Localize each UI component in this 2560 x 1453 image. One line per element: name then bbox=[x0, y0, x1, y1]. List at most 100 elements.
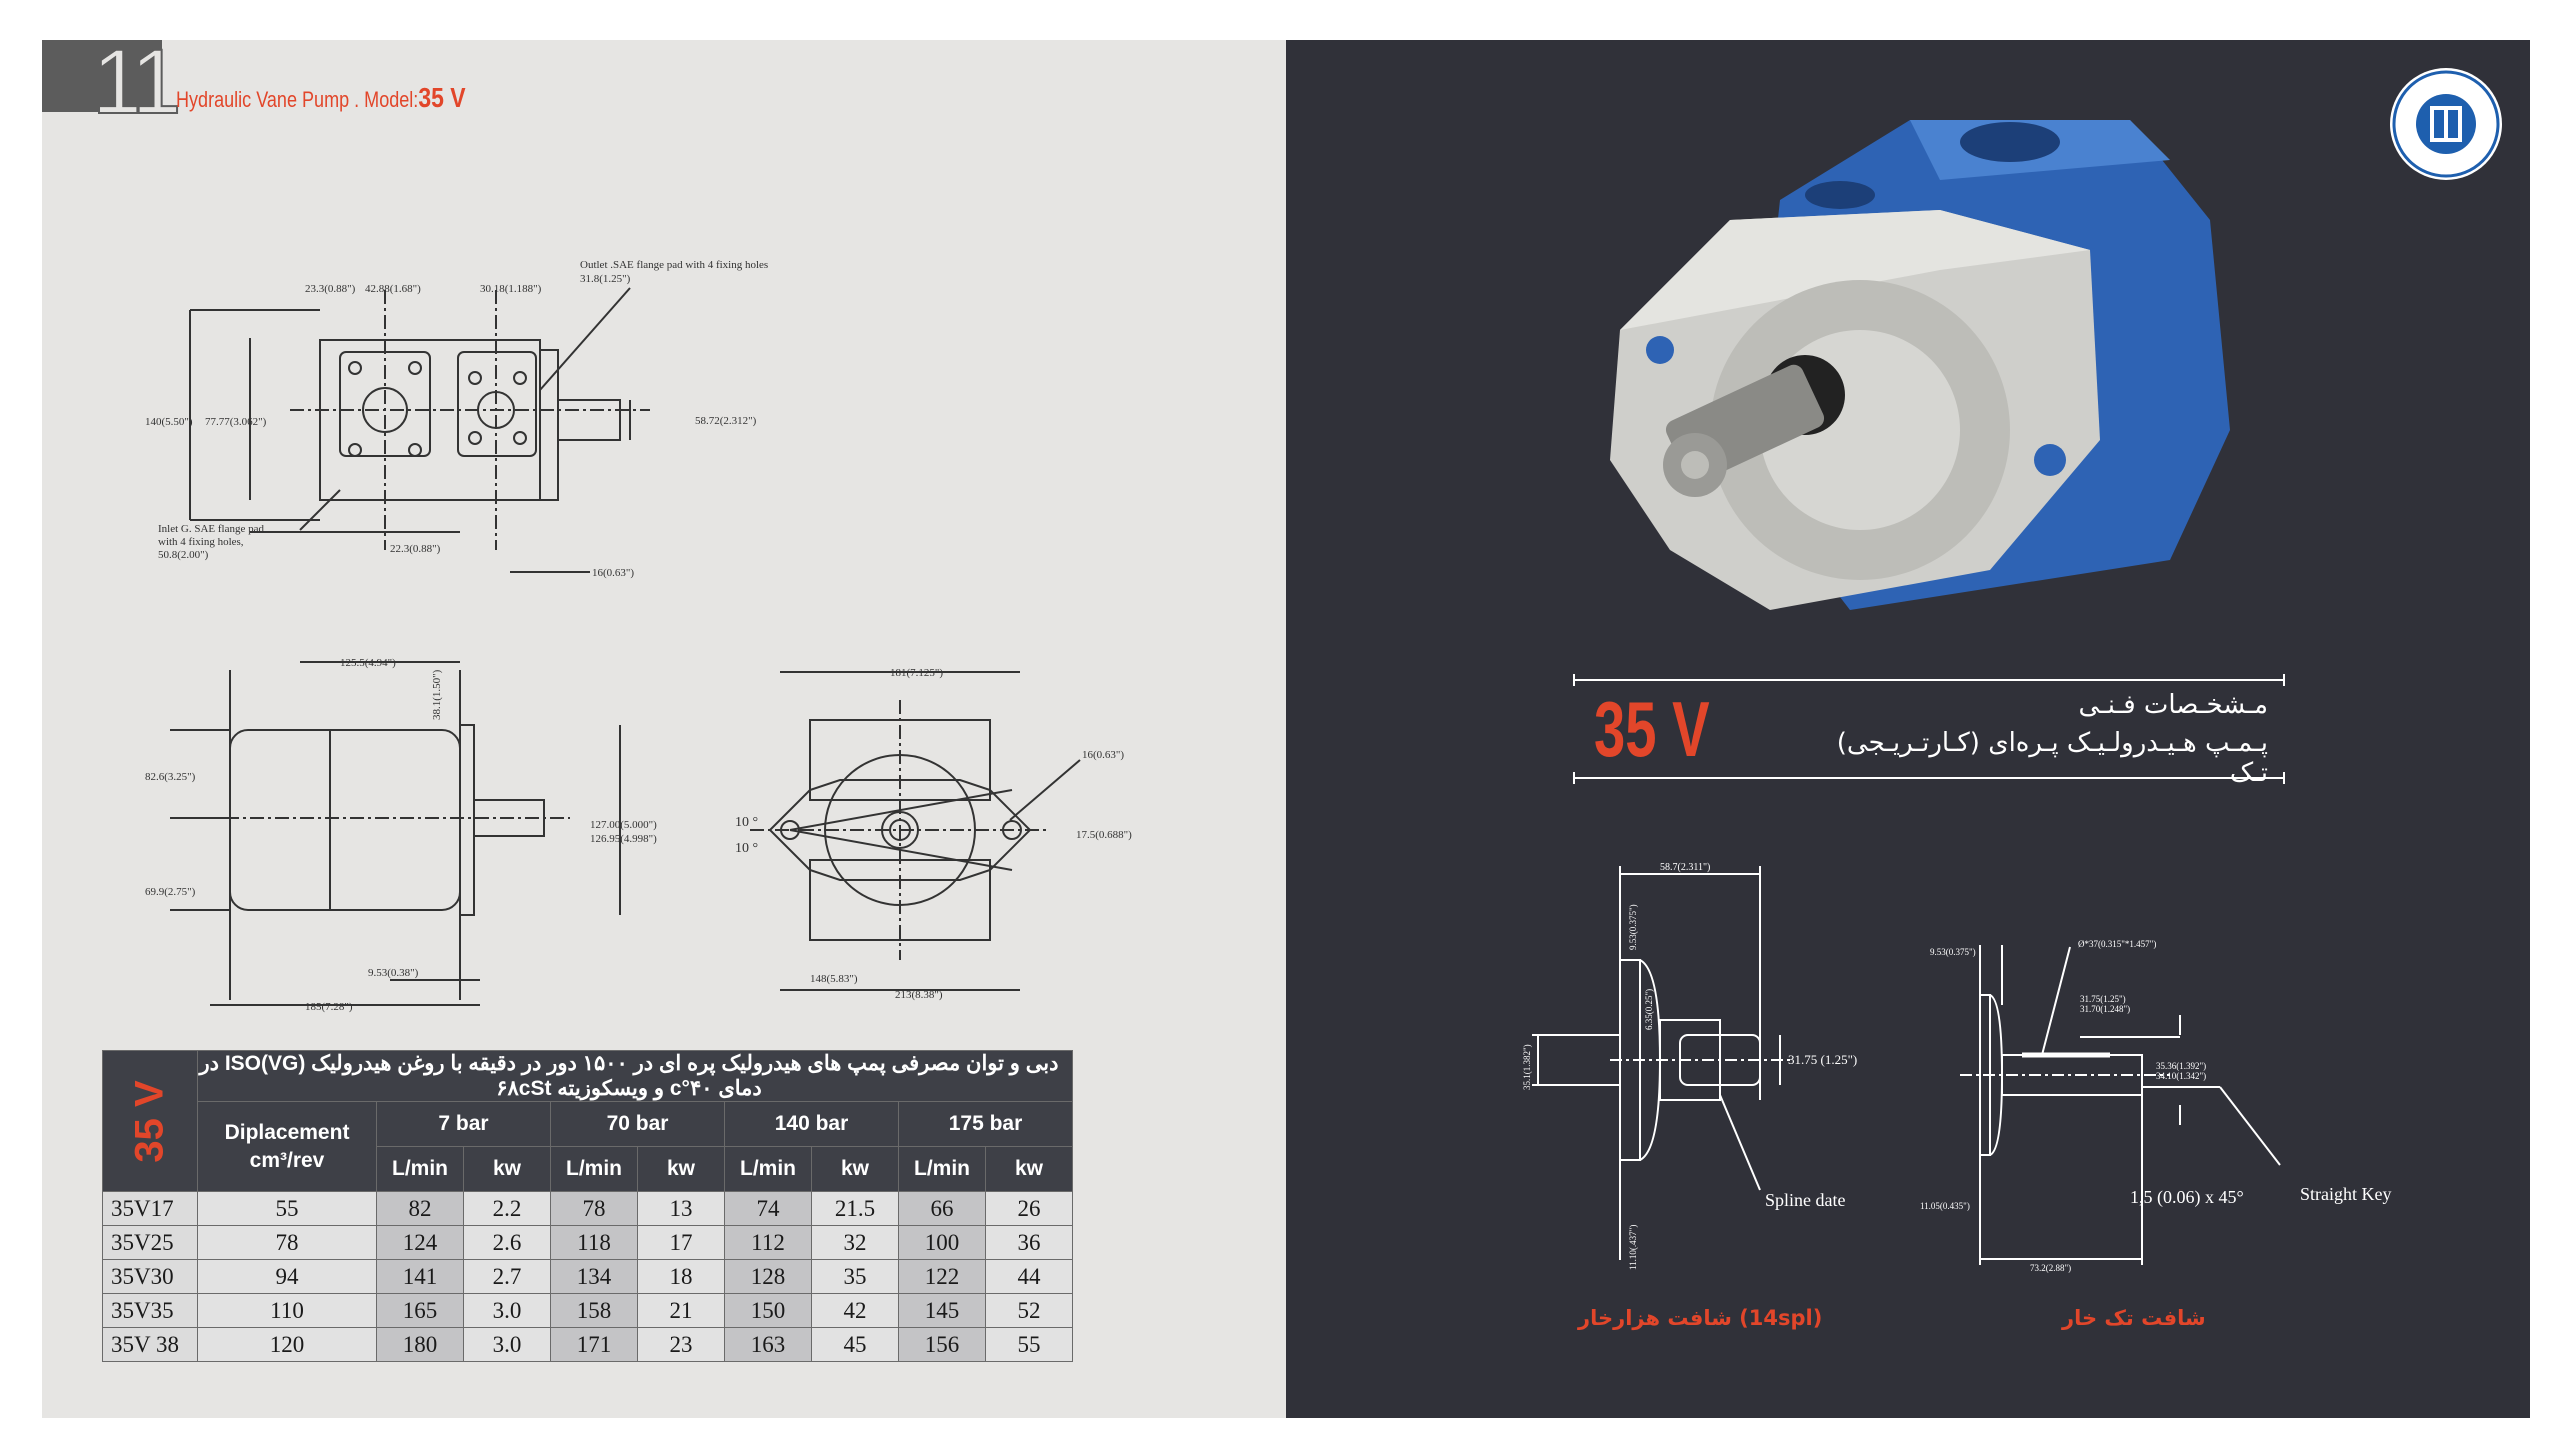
table-note: دبی و توان مصرفی پمپ های هیدرولیک پره ای… bbox=[197, 1050, 1073, 1102]
pressure-140: 140 bar bbox=[724, 1101, 899, 1147]
front-dim-width: 181(7.125") bbox=[890, 667, 943, 679]
page-title: Hydraulic Vane Pump . Model:35 V bbox=[176, 82, 466, 114]
row-displacement: 110 bbox=[197, 1293, 377, 1328]
row-flow: 134 bbox=[550, 1259, 638, 1294]
unit-power: kw bbox=[637, 1146, 725, 1192]
row-power: 3.0 bbox=[463, 1293, 551, 1328]
row-power: 21 bbox=[637, 1293, 725, 1328]
spline-dim-b: 6.35(0.25") bbox=[1644, 989, 1654, 1030]
row-flow: 78 bbox=[550, 1191, 638, 1226]
spline-dim-left: 35.1(1.382") bbox=[1522, 1044, 1532, 1090]
side-dim-lower: 69.9(2.75") bbox=[145, 886, 196, 898]
unit-flow: L/min bbox=[376, 1146, 464, 1192]
page-number: 11 bbox=[91, 30, 182, 134]
row-power: 55 bbox=[985, 1327, 1073, 1362]
row-power: 3.0 bbox=[463, 1327, 551, 1362]
row-flow: 122 bbox=[898, 1259, 986, 1294]
dim-shaft: 58.72(2.312") bbox=[695, 415, 757, 427]
row-model: 35V25 bbox=[102, 1225, 198, 1260]
fa-subtitle: پـمـپ هـیـدرولـیـک پـره‌ای (کـارتـریـجی)… bbox=[1836, 728, 2268, 788]
key-dim-key: Ø*37(0.315"*1.457") bbox=[2078, 939, 2156, 949]
side-dim-pilot2: 126.95(4.998") bbox=[590, 833, 657, 845]
row-power: 2.7 bbox=[463, 1259, 551, 1294]
unit-power: kw bbox=[985, 1146, 1073, 1192]
row-power: 44 bbox=[985, 1259, 1073, 1294]
row-displacement: 94 bbox=[197, 1259, 377, 1294]
pressure-70: 70 bar bbox=[550, 1101, 725, 1147]
row-flow: 82 bbox=[376, 1191, 464, 1226]
row-flow: 158 bbox=[550, 1293, 638, 1328]
inlet-note-3: 50.8(2.00") bbox=[158, 549, 209, 561]
row-flow: 171 bbox=[550, 1327, 638, 1362]
row-flow: 141 bbox=[376, 1259, 464, 1294]
key-dim-c2: 34.10(1.342") bbox=[2156, 1071, 2206, 1081]
spline-shaft-drawing: 58.7(2.311") 9.53(0.375") 6.35(0.25") 35… bbox=[1522, 862, 1857, 1270]
row-power: 17 bbox=[637, 1225, 725, 1260]
row-displacement: 120 bbox=[197, 1327, 377, 1362]
key-shaft-label: شافت تک خار bbox=[2062, 1306, 2206, 1330]
unit-flow: L/min bbox=[550, 1146, 638, 1192]
key-note: Straight Key bbox=[2300, 1184, 2392, 1204]
spline-dim-right: 31.75 (1.25") bbox=[1788, 1052, 1857, 1067]
dim-c: 30.18(1.188") bbox=[480, 283, 542, 295]
row-flow: 145 bbox=[898, 1293, 986, 1328]
row-flow: 118 bbox=[550, 1225, 638, 1260]
row-power: 42 bbox=[811, 1293, 899, 1328]
side-dim-length: 185(7.28") bbox=[305, 1001, 353, 1013]
front-dim-bolt: 148(5.83") bbox=[810, 973, 858, 985]
row-flow: 128 bbox=[724, 1259, 812, 1294]
key-dim-len: 73.2(2.88") bbox=[2030, 1263, 2071, 1273]
row-model: 35V17 bbox=[102, 1191, 198, 1226]
inlet-note-2: with 4 fixing holes, bbox=[158, 536, 244, 548]
key-dim-b2: 31.70(1.248") bbox=[2080, 1004, 2130, 1014]
dim-a: 23.3(0.88") bbox=[305, 283, 356, 295]
dim-b: 42.88(1.68") bbox=[365, 283, 421, 295]
top-view-drawing: 23.3(0.88") 42.88(1.68") 30.18(1.188") O… bbox=[145, 259, 768, 579]
side-dim-upper: 82.6(3.25") bbox=[145, 771, 196, 783]
key-dim-b1: 31.75(1.25") bbox=[2080, 994, 2126, 1004]
row-model: 35V30 bbox=[102, 1259, 198, 1294]
row-power: 18 bbox=[637, 1259, 725, 1294]
model-title: 35 V bbox=[1594, 685, 1710, 773]
row-model: 35V 38 bbox=[102, 1327, 198, 1362]
key-chamfer: 1,5 (0.06) x 45° bbox=[2130, 1187, 2244, 1208]
title-rule bbox=[1573, 674, 2285, 784]
row-power: 35 bbox=[811, 1259, 899, 1294]
pressure-175: 175 bar bbox=[898, 1101, 1073, 1147]
row-flow: 156 bbox=[898, 1327, 986, 1362]
spline-dim-a: 9.53(0.375") bbox=[1628, 904, 1638, 950]
side-dim-pilot1: 127.00(5.000") bbox=[590, 819, 657, 831]
unit-power: kw bbox=[463, 1146, 551, 1192]
spline-shaft-label: شافت هزارخار (14spl) bbox=[1578, 1306, 1823, 1330]
page-number-block: 11 bbox=[42, 30, 182, 134]
side-dim-key: 9.53(0.38") bbox=[368, 967, 419, 979]
spline-dim-bottom: 11.10(.437") bbox=[1628, 1225, 1638, 1270]
key-dim-d: 11.05(0.435") bbox=[1920, 1201, 1970, 1211]
row-displacement: 78 bbox=[197, 1225, 377, 1260]
row-flow: 100 bbox=[898, 1225, 986, 1260]
outlet-size: 31.8(1.25") bbox=[580, 273, 631, 285]
spec-table: 35 V دبی و توان مصرفی پمپ های هیدرولیک پ… bbox=[102, 1050, 1073, 1362]
row-flow: 74 bbox=[724, 1191, 812, 1226]
unit-flow: L/min bbox=[898, 1146, 986, 1192]
side-view-drawing: 125.5(4.94") 38.1(1.50") 82.6(3.25") 69.… bbox=[145, 657, 657, 1013]
side-dim-vert: 38.1(1.50") bbox=[431, 669, 443, 720]
row-flow: 112 bbox=[724, 1225, 812, 1260]
row-power: 21.5 bbox=[811, 1191, 899, 1226]
dim-height: 140(5.50") bbox=[145, 416, 193, 428]
dim-bottom: 22.3(0.88") bbox=[390, 543, 441, 555]
title-model: 35 V bbox=[418, 82, 466, 113]
pressure-7: 7 bar bbox=[376, 1101, 551, 1147]
front-angle-bottom: 10 ° bbox=[735, 841, 758, 856]
spline-dim-top: 58.7(2.311") bbox=[1660, 862, 1710, 873]
row-power: 13 bbox=[637, 1191, 725, 1226]
row-flow: 150 bbox=[724, 1293, 812, 1328]
front-view-drawing: 181(7.125") 16(0.63") 10 ° 10 ° 17.5(0.6… bbox=[735, 667, 1132, 1001]
pump-image bbox=[1610, 120, 2230, 610]
